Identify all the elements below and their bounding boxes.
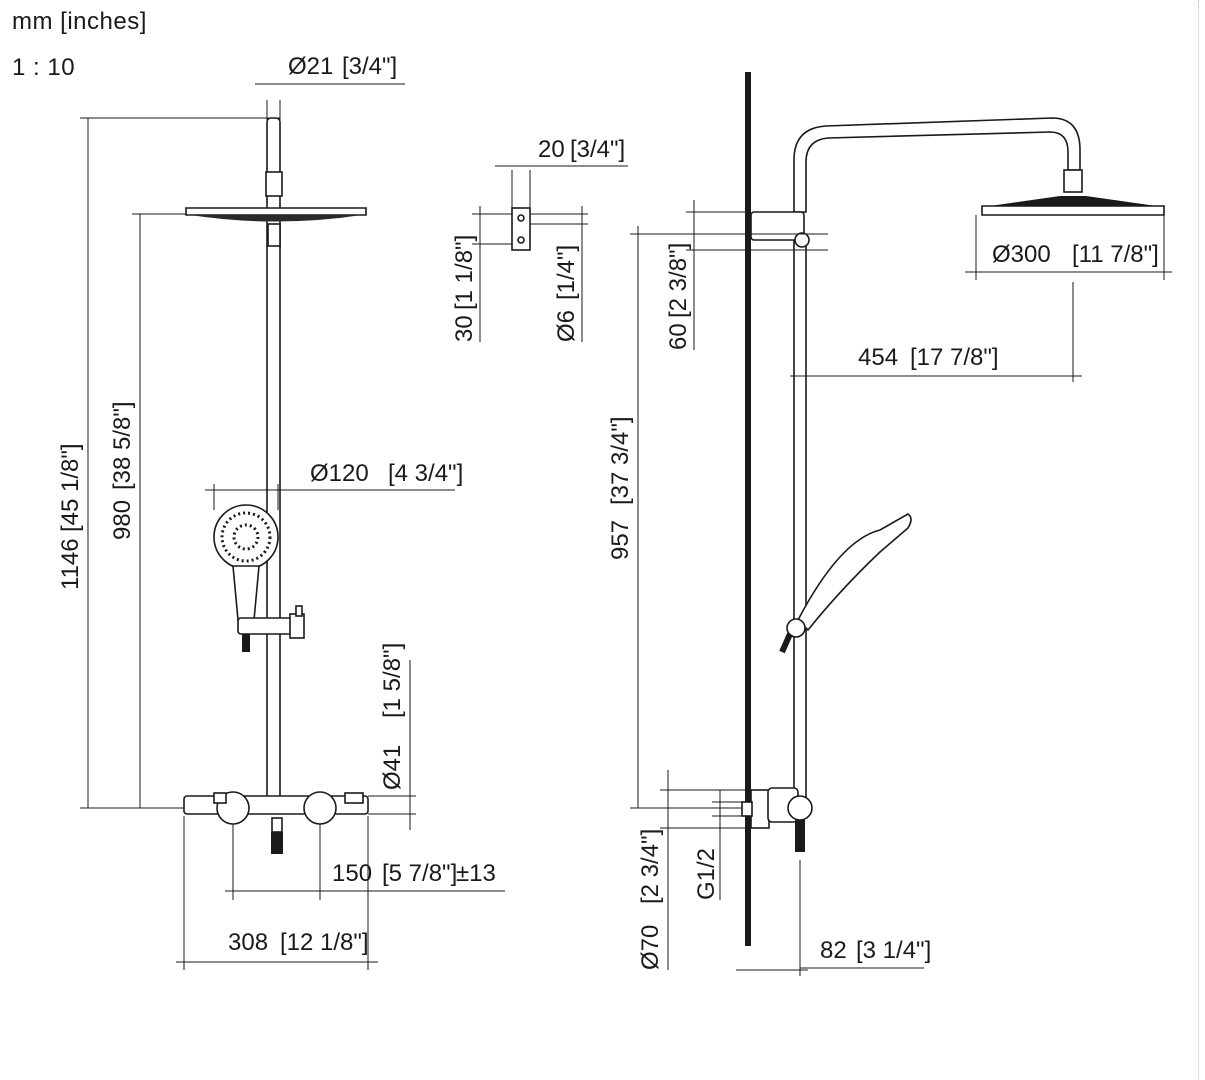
- dim-pipe-diameter: Ø21: [288, 53, 333, 80]
- dim-hand-shower-diameter: Ø120: [310, 460, 369, 487]
- dim-side-height-inch: [37 3/4"]: [607, 416, 634, 505]
- dim-hole-diameter-inch: [1/4"]: [553, 245, 580, 300]
- dim-pipe-diameter-inch: [3/4"]: [342, 53, 397, 80]
- side-valve-handle: [787, 795, 813, 821]
- dim-bracket-height: 30: [451, 315, 478, 342]
- riser-pipe: [266, 117, 281, 809]
- dim-projection: 82: [820, 937, 847, 964]
- thermostat-valve: [183, 791, 369, 854]
- scale-label: 1 : 10: [12, 54, 76, 81]
- side-overhead-shower: [981, 205, 1165, 216]
- side-valve-flange: [750, 789, 770, 829]
- dim-valve-diameter-inch: [1 5/8"]: [379, 643, 406, 718]
- dim-valve-diameter: Ø41: [379, 745, 406, 790]
- dim-projection-inch: [3 1/4"]: [856, 937, 931, 964]
- side-overhead-top: [990, 196, 1156, 206]
- bracket-plate: [511, 207, 531, 251]
- dim-head-height: 980: [109, 500, 136, 540]
- front-view: Ø21 [3/4"] 1146 [45 1/8"] 980 [38 5/8"] …: [57, 53, 505, 970]
- dim-side-height: 957: [607, 520, 634, 560]
- hand-shower: [213, 504, 305, 652]
- dim-bracket-width-inch: [3/4"]: [570, 136, 625, 163]
- dim-arm-reach-inch: [17 7/8"]: [910, 344, 999, 371]
- dim-arm-reach: 454: [858, 344, 898, 371]
- side-valve-outlet: [795, 820, 805, 852]
- side-head-connector: [1063, 169, 1083, 193]
- side-view: 60 [2 3/8"] Ø300 [11 7/8"] 454 [17 7/8"]…: [607, 72, 1172, 976]
- wall-bracket: [750, 211, 805, 241]
- side-riser-pipe: [793, 237, 807, 801]
- overhead-shower-face: [190, 215, 362, 222]
- dim-valve-width-inch: [12 1/8"]: [280, 929, 369, 956]
- head-collar: [267, 223, 281, 247]
- units-label: mm [inches]: [12, 8, 147, 35]
- dim-thread: G1/2: [693, 848, 720, 900]
- dim-flange-diameter: Ø70: [637, 925, 664, 970]
- dim-bracket-offset: 60: [665, 323, 692, 350]
- dim-bracket-offset-inch: [2 3/8"]: [665, 243, 692, 318]
- dim-total-height-inch: [45 1/8"]: [57, 443, 84, 532]
- dim-valve-centers: 150: [332, 860, 372, 887]
- side-valve-thread: [741, 801, 753, 817]
- dim-valve-centers-inch: [5 7/8"]: [382, 860, 457, 887]
- page-edge: [1198, 0, 1199, 1080]
- dim-total-height: 1146: [57, 538, 84, 590]
- dim-flange-diameter-inch: [2 3/4"]: [637, 829, 664, 904]
- dim-hand-shower-diameter-inch: [4 3/4"]: [388, 460, 463, 487]
- dim-head-diameter: Ø300: [992, 241, 1051, 268]
- dim-valve-tolerance: ±13: [456, 860, 496, 887]
- head-connector: [265, 171, 283, 197]
- bracket-detail: 20 [3/4"] 30 [1 1/8"] Ø6 [1/4"]: [451, 136, 628, 342]
- dim-valve-width: 308: [228, 929, 268, 956]
- dim-head-height-inch: [38 5/8"]: [109, 401, 136, 490]
- dim-bracket-width: 20: [538, 136, 565, 163]
- side-hand-shower: [779, 513, 912, 654]
- overhead-shower: [185, 207, 367, 216]
- shower-arm: [793, 117, 1081, 213]
- dim-hole-diameter: Ø6: [553, 310, 580, 342]
- dim-bracket-height-inch: [1 1/8"]: [451, 235, 478, 310]
- wall: [745, 72, 751, 946]
- dim-head-diameter-inch: [11 7/8"]: [1072, 241, 1159, 268]
